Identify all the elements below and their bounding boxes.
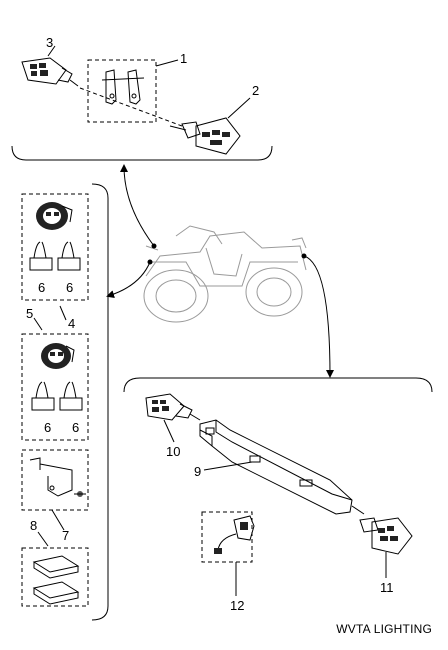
callout-6-c: 6 xyxy=(44,420,51,435)
assembly-axis-line xyxy=(79,87,183,127)
callout-6-d: 6 xyxy=(72,420,79,435)
callout-3: 3 xyxy=(46,35,53,50)
number-plate-lamp xyxy=(214,515,255,554)
top-group-bracket xyxy=(11,145,273,161)
rear-group-bracket xyxy=(123,377,433,393)
mount-pads xyxy=(32,555,80,605)
arrow-to-front-indicators xyxy=(120,164,155,247)
bracket-box-c xyxy=(21,449,89,511)
callout-5: 5 xyxy=(26,306,33,321)
small-bracket xyxy=(29,457,86,497)
left-group-bracket xyxy=(91,183,109,621)
pad-kit-box-d xyxy=(21,547,89,607)
callout-9: 9 xyxy=(194,464,201,479)
callout-11: 11 xyxy=(380,580,394,595)
callout-8: 8 xyxy=(30,518,37,533)
worklight-a xyxy=(36,202,73,230)
callout-12: 12 xyxy=(230,598,244,613)
worklight-kit-box-a xyxy=(21,193,89,301)
callout-7: 7 xyxy=(62,528,69,543)
rear-left-indicator xyxy=(145,393,201,421)
callout-6-b: 6 xyxy=(66,280,73,295)
rear-right-indicator xyxy=(359,517,413,555)
callout-10: 10 xyxy=(166,444,180,459)
atv-vehicle xyxy=(143,225,307,323)
front-left-indicator xyxy=(21,57,79,87)
front-right-indicator xyxy=(169,117,241,155)
diagram-caption: WVTA LIGHTING xyxy=(336,622,432,636)
worklight-b xyxy=(41,343,75,369)
callout-2: 2 xyxy=(252,83,259,98)
bracket-kit-box xyxy=(87,59,157,123)
callout-4: 4 xyxy=(68,316,75,331)
worklight-kit-box-b xyxy=(21,333,89,441)
arrow-to-rear-group xyxy=(303,255,334,378)
callout-6-a: 6 xyxy=(38,280,45,295)
callout-1: 1 xyxy=(180,51,187,66)
arrow-to-worklights xyxy=(106,261,151,299)
bulb-pair-a xyxy=(29,241,81,271)
bulb-pair-b xyxy=(31,381,83,411)
mounting-bracket xyxy=(101,69,145,105)
plate-lamp-box xyxy=(201,511,253,563)
rear-indicator-bracket xyxy=(199,419,365,515)
